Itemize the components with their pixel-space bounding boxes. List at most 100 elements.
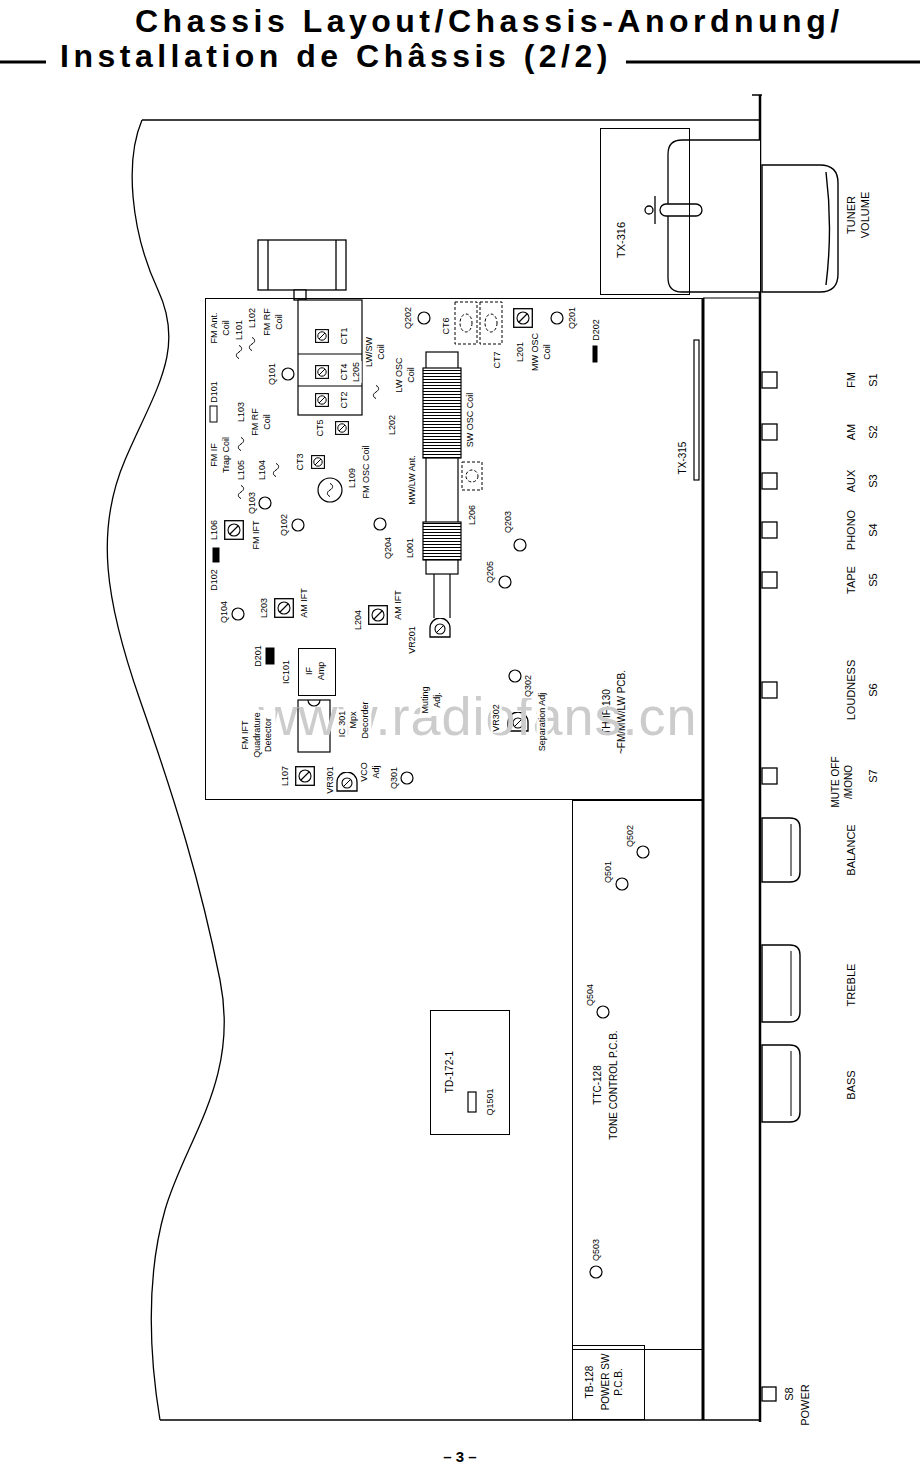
part-number: Q504 xyxy=(585,983,596,1007)
antenna-winding xyxy=(423,368,461,458)
volume-knob xyxy=(762,165,838,292)
coil-symbol xyxy=(236,338,378,499)
part-number: L202 xyxy=(387,414,398,436)
switch-label: PHONO xyxy=(845,509,858,551)
dial-drum xyxy=(267,240,268,290)
function-label: FM IFT Quadrature Detector xyxy=(240,710,275,760)
switch-number: S4 xyxy=(867,522,880,537)
part-number: Q205 xyxy=(485,560,496,584)
ferrite-antenna xyxy=(423,352,461,618)
part-number: CT7 xyxy=(492,350,503,369)
chassis-edge xyxy=(160,1419,760,1421)
switch-label: TAPE xyxy=(845,565,858,595)
board-name: TB-128 xyxy=(584,1364,596,1399)
antenna-winding xyxy=(423,522,461,560)
coil-name: AM IFT xyxy=(393,589,404,621)
coil-symbol xyxy=(238,438,243,451)
switch-number: S7 xyxy=(867,768,880,783)
trimmer-symbol xyxy=(336,422,349,435)
front-panel xyxy=(759,95,762,1422)
osc-coil xyxy=(318,478,342,502)
page-title: Chassis Layout/Chassis-Anordnung/ Instal… xyxy=(60,4,900,74)
front-panel xyxy=(752,94,762,96)
push-switch xyxy=(762,682,777,698)
diode xyxy=(213,548,219,562)
pot-shaft xyxy=(660,204,702,216)
chassis-outline xyxy=(107,95,762,1422)
volume-knob xyxy=(826,172,830,285)
page-number: – 3 – xyxy=(442,1448,477,1466)
part-number: Q102 xyxy=(279,513,290,537)
push-switch xyxy=(762,768,777,784)
part-number: L204 xyxy=(353,609,364,631)
trimmer-outline xyxy=(460,314,472,332)
part-number: VR301 xyxy=(325,765,336,795)
push-switch xyxy=(762,572,777,588)
transistor xyxy=(514,539,526,551)
ift-coil xyxy=(225,521,244,540)
coil-name: FM Ant. Coil xyxy=(209,310,232,346)
switch-label: MUTE OFF /MONO xyxy=(829,753,855,811)
antenna-lead xyxy=(433,574,434,618)
watermark: www.radiofans.cn xyxy=(257,684,698,749)
dial-drum xyxy=(258,240,346,300)
osc-coil xyxy=(327,484,332,497)
dial-drum xyxy=(258,240,346,290)
trimmer-outline xyxy=(480,302,502,344)
coil-name: FM OSC Coil xyxy=(361,444,372,499)
switch-number: S5 xyxy=(867,572,880,587)
control-knob xyxy=(762,165,838,1122)
trimmer-outline xyxy=(455,302,477,344)
part-number: Q204 xyxy=(383,536,394,560)
transistor xyxy=(637,846,649,858)
front-panel xyxy=(702,298,705,1420)
transistor xyxy=(374,518,386,530)
bass-knob xyxy=(791,1051,792,1116)
part-number: Q501 xyxy=(603,860,614,884)
transistor xyxy=(259,497,271,509)
coil-name: LW OSC Coil xyxy=(394,356,417,395)
potentiometer-symbol xyxy=(337,772,357,791)
part-number: Q201 xyxy=(567,306,578,330)
switch-number: S1 xyxy=(867,372,880,387)
part-number: Q203 xyxy=(503,510,514,534)
part-number: D102 xyxy=(209,568,220,592)
power-switch xyxy=(762,1387,776,1401)
coil-outline xyxy=(466,470,478,482)
control-label: TREBLE xyxy=(845,963,858,1008)
switch-label: LOUDNESS xyxy=(845,659,858,722)
coil-name: MW OSC Coil xyxy=(530,331,553,373)
part-number: CT2 xyxy=(339,390,350,409)
board-name: TONE CONTROL P.C.B. xyxy=(608,1029,620,1140)
part-number: L201 xyxy=(515,341,526,363)
coil-name: LW/SW Coil xyxy=(364,335,387,370)
diode xyxy=(593,346,597,362)
transistor xyxy=(232,312,649,1278)
tuning-gang xyxy=(298,300,362,415)
coil-name: FM RF Coil xyxy=(262,306,285,338)
board-name: POWER SW P.C.B. xyxy=(599,1351,625,1413)
push-switch xyxy=(762,424,777,440)
switch-label: AUX xyxy=(845,469,858,494)
part-number: IC101 xyxy=(281,659,292,685)
part-number: CT3 xyxy=(295,452,306,471)
coil-name: AM IFT xyxy=(299,587,310,619)
switch-label: AM xyxy=(845,423,858,442)
volume-pot xyxy=(645,140,760,292)
switch-number: S3 xyxy=(867,473,880,488)
transistor xyxy=(590,1266,602,1278)
dial-drum xyxy=(335,240,336,290)
transistor xyxy=(551,312,563,324)
treble-knob xyxy=(762,945,800,1022)
push-switch xyxy=(762,522,777,538)
part-number: Q502 xyxy=(625,824,636,848)
trimmer-symbol xyxy=(316,330,329,343)
push-switch xyxy=(762,372,777,388)
coil-name: SW OSC Coil xyxy=(465,392,476,449)
ift-coil xyxy=(369,606,388,625)
part-number: L203 xyxy=(259,597,270,619)
pcb-board: TD-172-1 xyxy=(430,1010,510,1135)
transistor xyxy=(616,878,628,890)
coil-name: FM IF Trap Coil xyxy=(209,433,232,477)
part-number: L101 xyxy=(234,319,245,341)
